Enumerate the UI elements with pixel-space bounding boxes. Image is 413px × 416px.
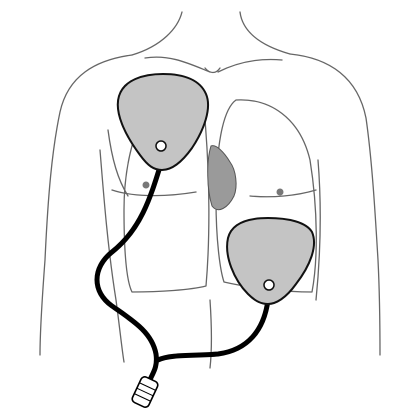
heart-icon	[208, 146, 236, 210]
connector-plug-icon	[131, 376, 159, 409]
right-shoulder-arm	[290, 54, 380, 355]
neck-right-line	[240, 12, 290, 54]
electrode-pad-icon	[118, 74, 208, 170]
right-nipple	[277, 189, 284, 196]
lower-pad-connector	[264, 280, 274, 290]
lower-electrode-pad	[227, 218, 314, 304]
abdomen-line	[210, 300, 212, 368]
upper-pad-connector	[156, 141, 166, 151]
cable-icon-branch	[158, 300, 268, 360]
right-clavicle	[218, 60, 282, 73]
upper-electrode-pad	[118, 74, 208, 170]
left-nipple	[143, 182, 150, 189]
neck-left-line	[132, 12, 182, 55]
electrode-pad-icon	[227, 218, 314, 304]
cable-icon	[97, 160, 162, 380]
left-clavicle	[145, 57, 210, 72]
